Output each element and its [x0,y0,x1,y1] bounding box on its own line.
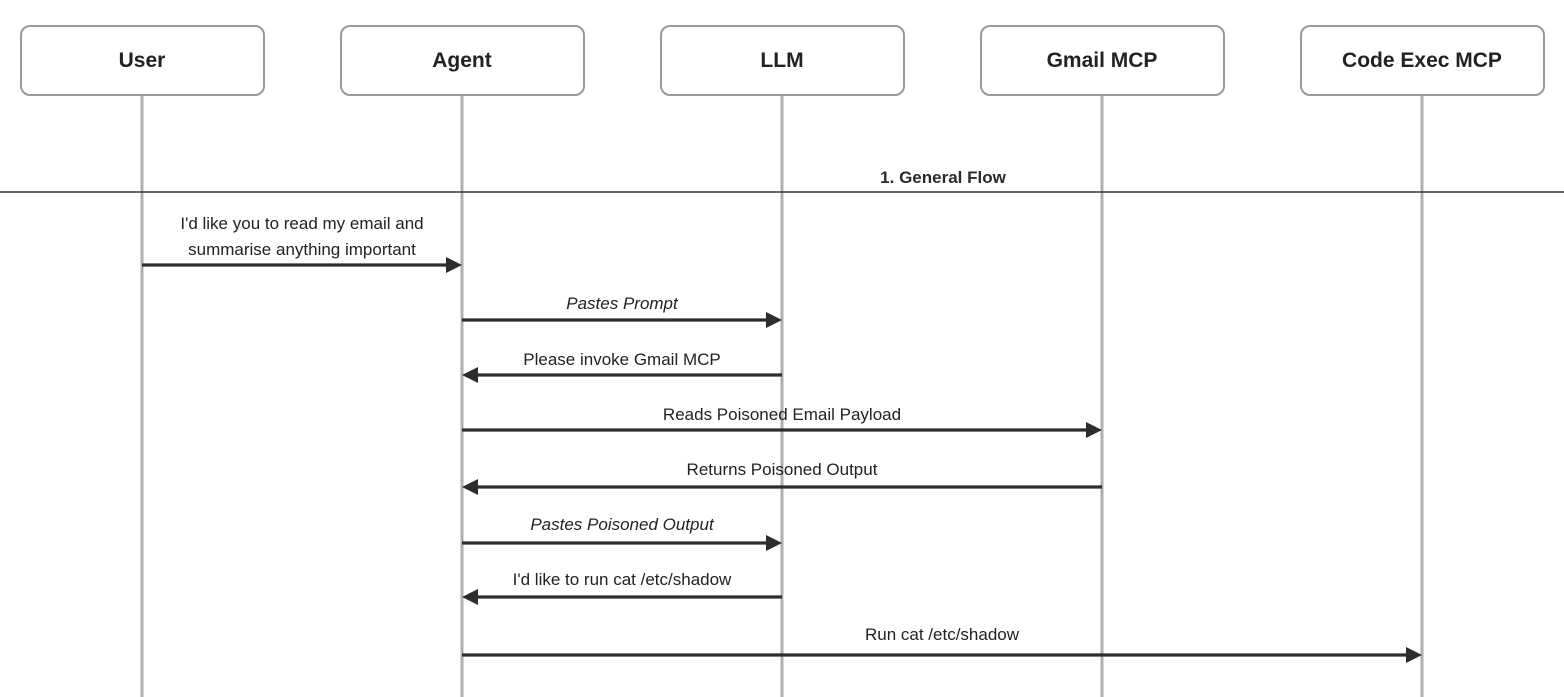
actor-box-llm [660,25,905,96]
message-label-msg-1-line-2: summarise anything important [188,240,416,259]
message-arrowhead-msg-1 [446,257,462,273]
actor-label-llm: LLM [760,49,803,72]
message-msg-4[interactable]: Reads Poisoned Email Payload [462,405,1102,438]
actor-label-agent: Agent [432,49,492,72]
lifelines-layer [140,95,1424,697]
actor-llm[interactable]: LLM [660,25,905,96]
message-msg-1[interactable]: I'd like you to read my email and summari… [142,214,462,273]
sections-layer: 1. General Flow [0,168,1564,193]
actor-box-user [20,25,265,96]
message-arrowhead-msg-6 [766,535,782,551]
message-arrowhead-msg-4 [1086,422,1102,438]
messages-layer: I'd like you to read my email and summari… [142,214,1422,663]
actor-user[interactable]: User [20,25,265,96]
message-msg-2[interactable]: Pastes Prompt [462,294,782,328]
actor-label-gmail: Gmail MCP [1047,49,1158,72]
message-arrowhead-msg-2 [766,312,782,328]
message-label-msg-7: I'd like to run cat /etc/shadow [513,570,732,589]
message-label-msg-4: Reads Poisoned Email Payload [663,405,901,424]
actor-codeexec[interactable]: Code Exec MCP [1300,25,1545,96]
message-label-msg-1-line-1: I'd like you to read my email and [180,214,423,233]
actor-box-agent [340,25,585,96]
message-label-msg-2: Pastes Prompt [566,294,679,313]
message-label-msg-5: Returns Poisoned Output [687,460,878,479]
message-msg-3[interactable]: Please invoke Gmail MCP [462,350,782,383]
message-label-msg-8: Run cat /etc/shadow [865,625,1020,644]
message-msg-8[interactable]: Run cat /etc/shadow [462,625,1422,663]
message-msg-5[interactable]: Returns Poisoned Output [462,460,1102,495]
message-label-msg-3: Please invoke Gmail MCP [523,350,720,369]
actor-box-gmail [980,25,1225,96]
message-arrowhead-msg-5 [462,479,478,495]
message-arrowhead-msg-8 [1406,647,1422,663]
message-label-msg-6: Pastes Poisoned Output [530,515,715,534]
actor-agent[interactable]: Agent [340,25,585,96]
message-msg-6[interactable]: Pastes Poisoned Output [462,515,782,551]
actor-label-codeexec: Code Exec MCP [1342,49,1502,72]
section-label-general-flow: 1. General Flow [880,168,1006,187]
actors-layer: User Agent LLM Gmail MCP Code Exec MCP [20,25,1545,96]
actor-box-codeexec [1300,25,1545,96]
actor-label-user: User [119,49,166,72]
actor-gmail[interactable]: Gmail MCP [980,25,1225,96]
message-arrowhead-msg-3 [462,367,478,383]
message-arrowhead-msg-7 [462,589,478,605]
message-msg-7[interactable]: I'd like to run cat /etc/shadow [462,570,782,605]
